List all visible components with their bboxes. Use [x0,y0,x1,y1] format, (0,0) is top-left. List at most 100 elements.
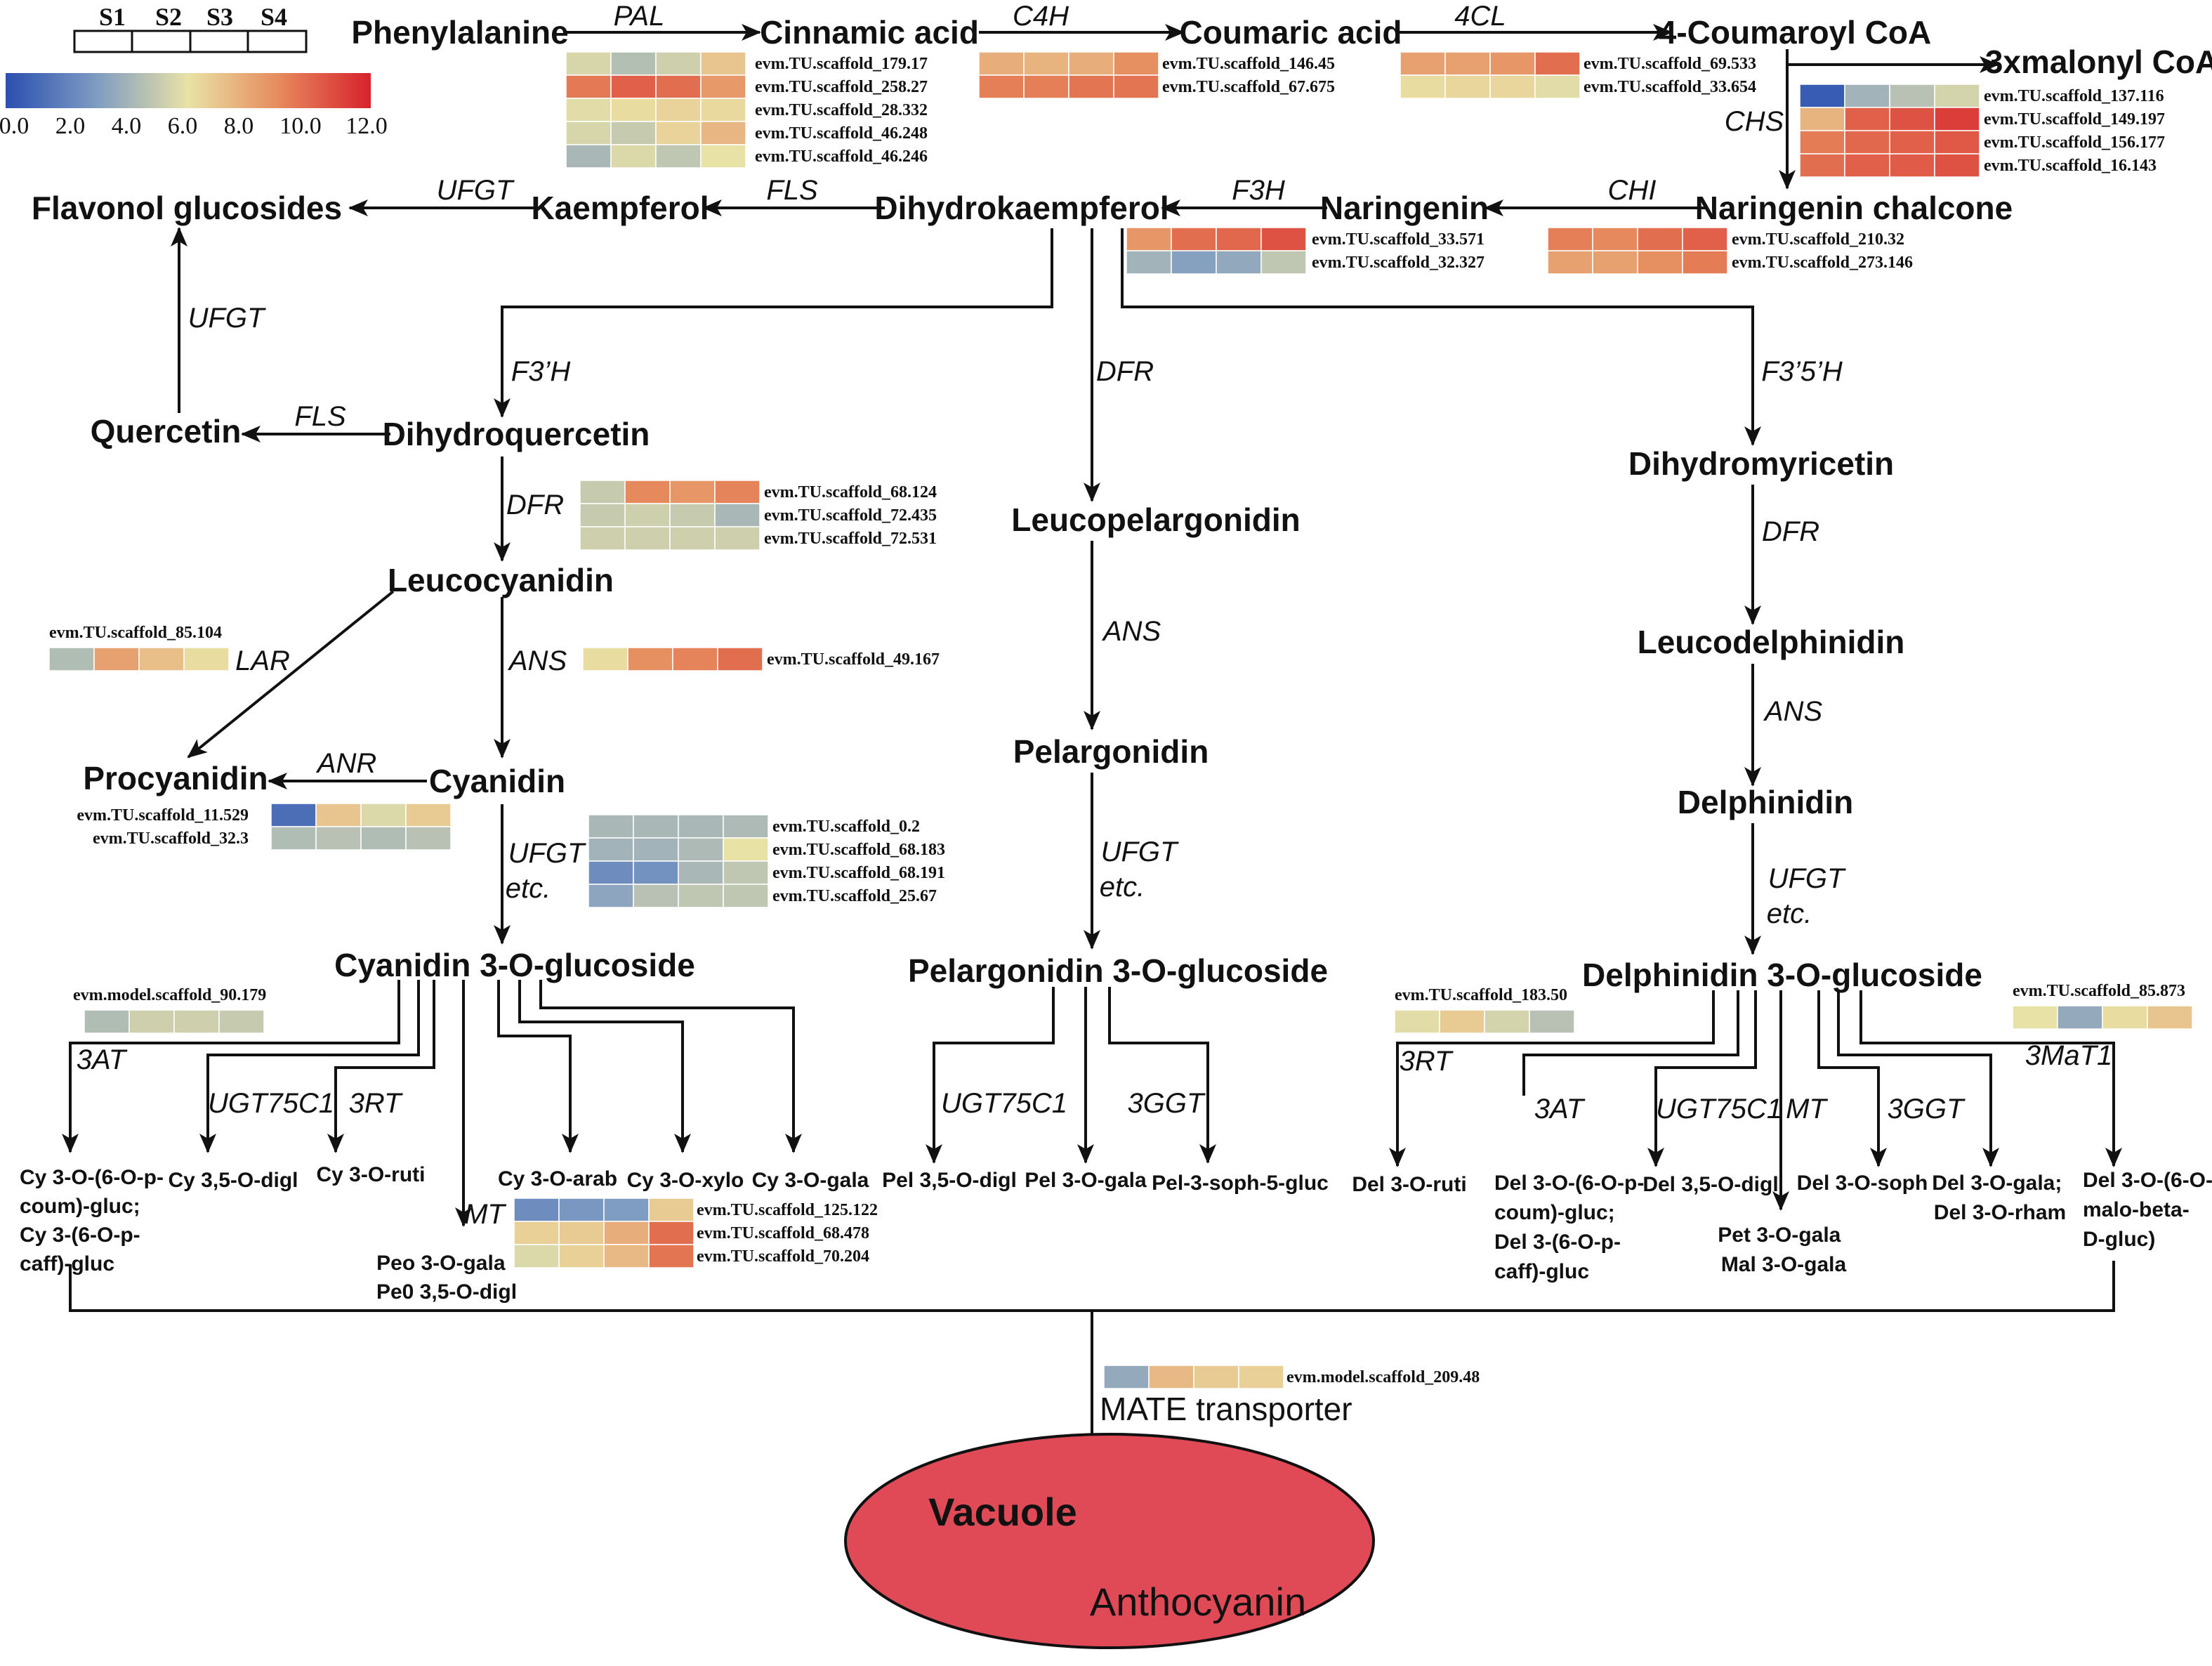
legend-tick: 6.0 [168,113,198,139]
heatmap-cell [1126,250,1172,275]
enzyme-chi: CHI [1608,175,1657,206]
enzyme-mt: MT [1786,1094,1828,1124]
heatmap-pal: evm.TU.scaffold_179.17evm.TU.scaffold_25… [565,51,928,169]
gene-id-label: evm.model.scaffold_90.179 [73,986,266,1004]
heatmap-cell [610,51,657,76]
compound-pelargonidin-3-o-glucoside: Pelargonidin 3-O-glucoside [908,952,1328,989]
heatmap-cell [633,860,679,885]
heatmap-cell [588,860,634,885]
heatmap-c_mt: evm.TU.scaffold_125.122 evm.TU.scaffold_6… [513,1198,878,1268]
heatmap-d_3mat1: evm.TU.scaffold_85.873 [2012,982,2193,1030]
gene-id-label: evm.TU.scaffold_69.533 [1584,55,1756,73]
product-cy-3-o-ruti: Cy 3-O-ruti [316,1163,425,1186]
sample-label-s4: S4 [261,3,287,31]
heatmap-cell [1484,1009,1530,1034]
gene-id-label: evm.TU.scaffold_68.478 [697,1224,869,1242]
heatmap-cell [978,51,1025,76]
gene-id-label: evm.TU.scaffold_46.248 [755,124,928,143]
product-pel-3-soph-5-gluc: Pel-3-soph-5-gluc [1152,1172,1329,1195]
gene-id-label: evm.TU.scaffold_67.675 [1162,78,1335,96]
product-pet-mal-3-o-gala: Pet 3-O-gala Mal 3-O-gala [1718,1224,1846,1276]
gene-id-label: evm.TU.scaffold_125.122 [697,1201,878,1219]
heatmap-cell [1023,74,1069,99]
vacuole-shape [844,1433,1375,1649]
heatmap-cell [1547,227,1593,251]
gene-id-label: evm.TU.scaffold_49.167 [767,650,940,669]
product-line: Del 3-O-(6-O- [2083,1169,2212,1192]
product-del-3-o-gala-rham: Del 3-O-gala; Del 3-O-rham [1932,1172,2067,1224]
heatmap-cell [648,1221,694,1245]
heatmap-cell [1844,130,1890,155]
heatmap-cell [558,1244,605,1268]
gene-id-label: evm.TU.scaffold_16.143 [1984,157,2157,175]
heatmap-cell [1171,227,1217,251]
enzyme-3at: 3AT [77,1044,128,1075]
sample-label-s3: S3 [206,3,233,31]
heatmap-cell [669,503,716,527]
enzyme-ufgt: UFGT [508,838,586,869]
heatmap-cell [1799,153,1845,178]
legend-tick: 4.0 [112,113,142,139]
gene-id-label: evm.TU.scaffold_179.17 [755,55,928,73]
heatmap-cell [678,837,724,862]
vacuole-group: MATE transporter Vacuole Anthocyanin [844,1391,1375,1649]
anthocyanin-label: Anthocyanin [1090,1580,1306,1624]
heatmap-cell [183,647,230,671]
product-cy-3-o-gala: Cy 3-O-gala [752,1169,869,1192]
gene-id-label: evm.TU.scaffold_32.3 [93,829,249,848]
compound-4-coumaroyl-coa: 4-Coumaroyl CoA [1659,14,1931,51]
compound-naringenin-chalcone: Naringenin chalcone [1695,190,2013,226]
heatmap-cell [678,860,724,885]
heatmap-cell [1260,250,1307,275]
compound-procyanidin: Procyanidin [83,760,268,796]
gene-id-label: evm.TU.scaffold_156.177 [1984,133,2165,152]
heatmap-cell [315,803,362,827]
heatmap-cell [603,1221,650,1245]
product-del-coum-gluc: Del 3-O-(6-O-p- coum)-gluc; Del 3-(6-O-p… [1494,1172,1650,1283]
heatmap-cell [1889,153,1935,178]
heatmap-cell [582,647,628,671]
gene-id-label: evm.TU.scaffold_137.116 [1984,87,2164,105]
sample-label-s2: S2 [155,3,182,31]
heatmap-anr: evm.TU.scaffold_11.529 evm.TU.scaffold_32… [77,803,452,851]
heatmap-cell [513,1244,560,1268]
heatmap-cell [678,814,724,839]
heatmap-chi: evm.TU.scaffold_210.32evm.TU.scaffold_27… [1547,227,1913,275]
vacuole-label: Vacuole [928,1490,1077,1534]
heatmap-cell [84,1009,130,1034]
product-line: coum)-gluc; [1494,1201,1615,1224]
heatmap-cell [565,121,612,145]
heatmap-cell [1934,84,1980,108]
enzyme-ans: ANS [1763,696,1823,727]
heatmap-cell [579,503,626,527]
product-line: Del 3-O-(6-O-p- [1494,1172,1644,1195]
heatmap-cell [129,1009,175,1034]
product-line: caff)-gluc [20,1252,114,1275]
enzyme-pal: PAL [614,1,665,32]
pathway-arrows [62,24,2122,1455]
heatmap-cell [633,884,679,908]
gene-id-label: evm.TU.scaffold_11.529 [77,806,249,825]
heatmap-cell [1489,74,1536,99]
legend: S1 S2 S3 S4 0.0 2.0 4.0 6.0 8.0 10.0 12.… [0,3,388,139]
heatmap-cell [655,51,702,76]
product-pel-3-o-gala: Pel 3-O-gala [1025,1169,1147,1192]
heatmap-cell [723,884,769,908]
gene-id-label: evm.TU.scaffold_68.191 [772,864,945,882]
gene-id-label: evm.TU.scaffold_85.873 [2013,982,2185,1000]
heatmap-cell [1394,1009,1440,1034]
compound-naringenin: Naringenin [1320,190,1489,226]
heatmap-cell [1637,250,1683,275]
heatmap-cell [270,803,317,827]
heatmap-cell [633,814,679,839]
product-del-3-5-o-digl: Del 3,5-O-digl [1642,1173,1778,1196]
heatmap-cell [1103,1365,1150,1389]
gene-id-label: evm.TU.scaffold_146.45 [1162,55,1335,73]
heatmap-cell [1068,51,1114,76]
heatmap-cell [723,860,769,885]
heatmap-cell [624,503,671,527]
heatmap-cell [655,98,702,122]
heatmap-cell [565,51,612,76]
heatmap-cell [978,74,1025,99]
product-del-3-o-soph: Del 3-O-soph [1797,1172,1928,1195]
